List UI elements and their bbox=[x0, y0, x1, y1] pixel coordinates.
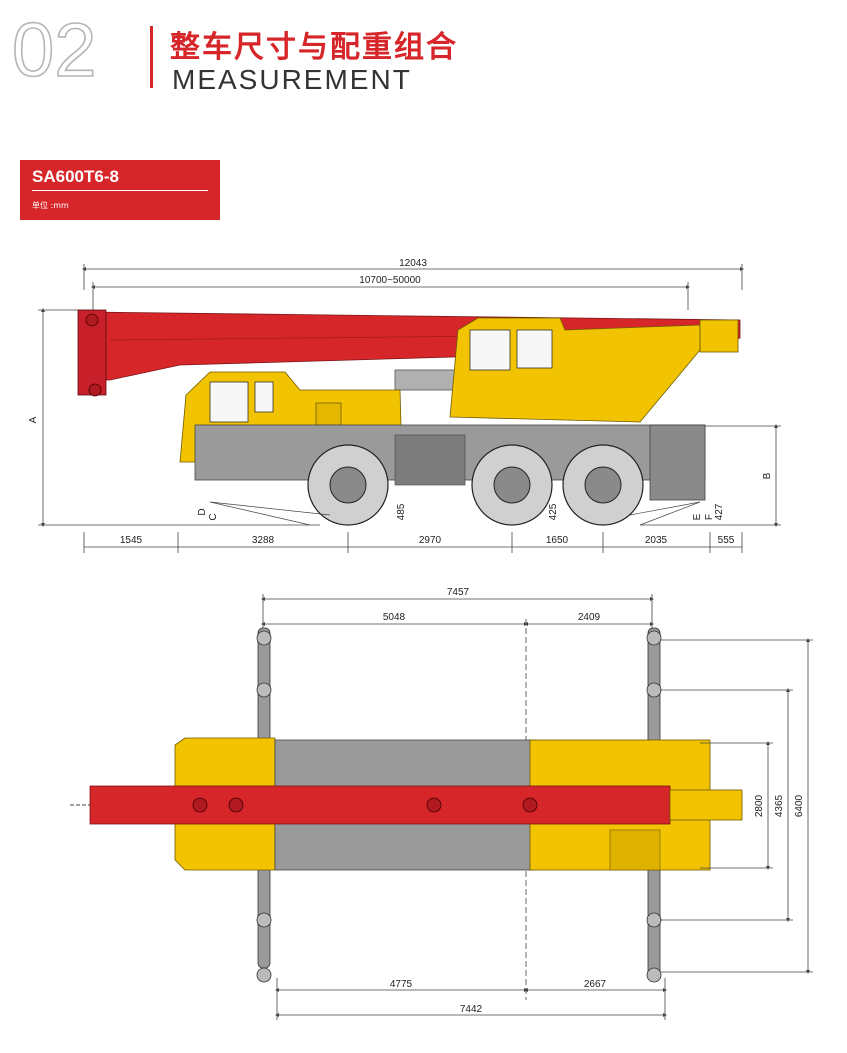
page-title-en: MEASUREMENT bbox=[172, 64, 412, 95]
top-split-rear: 2409 bbox=[578, 612, 601, 623]
clearance-427: 427 bbox=[714, 503, 725, 520]
boom-top bbox=[70, 785, 743, 825]
section-number: 02 bbox=[8, 7, 138, 94]
model-badge: SA600T6-8 单位 :mm bbox=[20, 160, 220, 220]
bottom-dimension-chain bbox=[83, 532, 743, 553]
bottom-dim-2: 3288 bbox=[252, 535, 275, 546]
outrigger-span-label: 7457 bbox=[447, 587, 470, 598]
wheel-rear bbox=[562, 444, 644, 526]
bottom-split-front: 4775 bbox=[390, 979, 413, 990]
bottom-dim-5: 2035 bbox=[645, 535, 668, 546]
page-title-cn: 整车尺寸与配重组合 bbox=[170, 30, 458, 65]
angle-e-label: E bbox=[692, 513, 703, 520]
angle-d-label: D bbox=[197, 508, 208, 515]
bottom-dim-3: 2970 bbox=[419, 535, 442, 546]
side-view-diagram: 12043 10700~50000 A B bbox=[28, 258, 781, 553]
bottom-total: 7442 bbox=[460, 1004, 483, 1015]
wheel-middle bbox=[471, 444, 553, 526]
model-divider bbox=[32, 190, 208, 191]
overall-length-label: 12043 bbox=[399, 258, 427, 269]
bottom-split-rear: 2667 bbox=[584, 979, 607, 990]
bottom-dim-1: 1545 bbox=[120, 535, 143, 546]
clearance-485: 485 bbox=[396, 503, 407, 520]
bottom-dim-6: 555 bbox=[718, 535, 735, 546]
width-4365: 4365 bbox=[774, 794, 785, 817]
bottom-dim-4: 1650 bbox=[546, 535, 569, 546]
outrigger-pads bbox=[256, 630, 662, 983]
width-2800: 2800 bbox=[754, 794, 765, 817]
dimension-overall-length bbox=[82, 264, 744, 290]
dimension-boom-length bbox=[91, 282, 690, 310]
boom bbox=[77, 309, 741, 397]
height-a-label: A bbox=[28, 416, 39, 423]
angle-c-label: C bbox=[208, 513, 219, 520]
operator-cab-window bbox=[469, 329, 511, 371]
model-name: SA600T6-8 bbox=[32, 167, 119, 186]
top-split-front: 5048 bbox=[383, 612, 406, 623]
boom-length-label: 10700~50000 bbox=[359, 275, 421, 286]
header-divider bbox=[150, 26, 153, 88]
clearance-425: 425 bbox=[548, 503, 559, 520]
angle-f-label: F bbox=[704, 514, 715, 520]
width-6400: 6400 bbox=[794, 794, 805, 817]
unit-label: 单位 :mm bbox=[32, 201, 69, 210]
top-view-diagram: 7457 5048 2409 2800 4365 6400 bbox=[70, 587, 813, 1020]
superstructure bbox=[449, 317, 739, 423]
height-b-label: B bbox=[762, 472, 773, 479]
section-number-outline: 02 bbox=[11, 7, 97, 94]
section-number-text: 02 bbox=[12, 8, 97, 88]
wheel-front bbox=[307, 444, 389, 526]
cab-window bbox=[209, 381, 249, 423]
counterweight bbox=[699, 319, 739, 353]
